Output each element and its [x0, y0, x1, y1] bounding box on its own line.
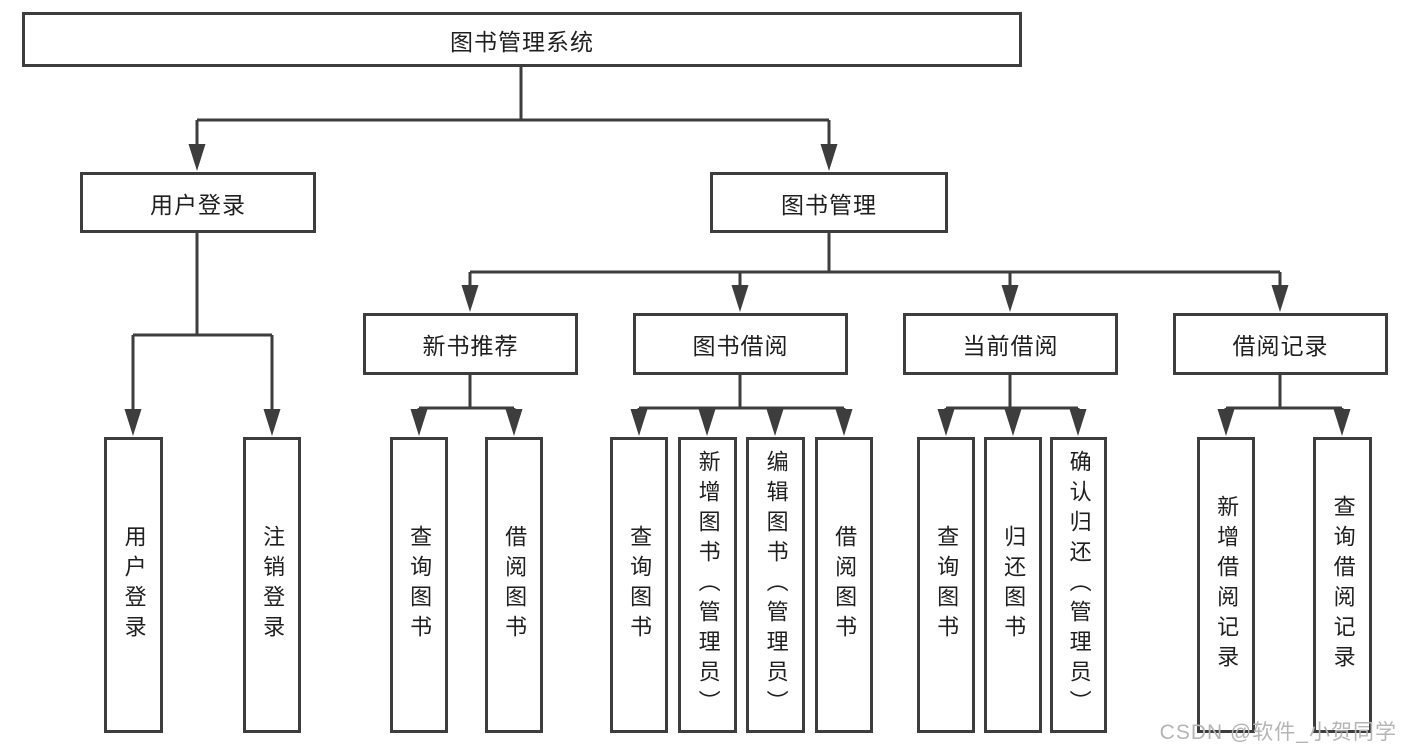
- node-book-borrow-label: 图书借阅: [692, 333, 789, 359]
- leaf-bb-add-book-admin-label: 新增图书（管理员）: [695, 450, 721, 720]
- connector-root-to-level2: [195, 66, 831, 150]
- node-book-mgmt: 图书管理: [710, 172, 948, 233]
- leaf-nb-query-book: 查询图书: [390, 437, 448, 733]
- node-new-book-recommend-label: 新书推荐: [422, 333, 519, 359]
- connector-book-borrow-children: [637, 375, 846, 414]
- connector-current-borrow-children: [944, 375, 1080, 414]
- csdn-watermark: CSDN @软件_小贺同学: [1159, 721, 1397, 744]
- node-new-book-recommend: 新书推荐: [363, 313, 578, 375]
- node-borrow-records-label: 借阅记录: [1232, 333, 1329, 359]
- connector-borrow-records-children: [1224, 375, 1344, 414]
- leaf-bb-query-book-label: 查询图书: [627, 525, 653, 645]
- node-book-borrow: 图书借阅: [633, 313, 848, 375]
- connector-new-book-children: [417, 375, 516, 414]
- leaf-cb-query-book: 查询图书: [917, 437, 975, 733]
- node-current-borrow-label: 当前借阅: [962, 333, 1059, 359]
- leaf-br-query-record: 查询借阅记录: [1313, 437, 1372, 733]
- leaf-nb-query-book-label: 查询图书: [407, 525, 433, 645]
- node-root-label: 图书管理系统: [450, 28, 594, 55]
- leaf-br-add-record-label: 新增借阅记录: [1214, 495, 1240, 675]
- leaf-cb-return-book-label: 归还图书: [1001, 525, 1027, 645]
- node-current-borrow: 当前借阅: [903, 313, 1118, 375]
- node-book-mgmt-label: 图书管理: [781, 191, 877, 218]
- leaf-nb-borrow-book-label: 借阅图书: [502, 525, 528, 645]
- leaf-cb-confirm-return-admin: 确认归还（管理员）: [1050, 437, 1107, 733]
- leaf-bb-edit-book-admin: 编辑图书（管理员）: [746, 437, 805, 733]
- leaf-logout: 注销登录: [243, 437, 301, 733]
- leaf-bb-query-book: 查询图书: [610, 437, 668, 733]
- connector-user-login-children: [131, 233, 274, 414]
- connector-book-mgmt-children: [468, 233, 1282, 290]
- leaf-br-add-record: 新增借阅记录: [1197, 437, 1255, 733]
- leaf-bb-borrow-book-label: 借阅图书: [832, 525, 858, 645]
- node-borrow-records: 借阅记录: [1173, 313, 1388, 375]
- leaf-cb-return-book: 归还图书: [984, 437, 1042, 733]
- leaf-nb-borrow-book: 借阅图书: [485, 437, 543, 733]
- leaf-br-query-record-label: 查询借阅记录: [1330, 495, 1356, 675]
- node-root: 图书管理系统: [22, 12, 1022, 67]
- leaf-user-login: 用户登录: [104, 437, 163, 733]
- node-user-login-label: 用户登录: [150, 191, 246, 218]
- leaf-bb-borrow-book: 借阅图书: [815, 437, 873, 733]
- leaf-bb-add-book-admin: 新增图书（管理员）: [678, 437, 737, 733]
- leaf-bb-edit-book-admin-label: 编辑图书（管理员）: [763, 450, 789, 720]
- leaf-cb-confirm-return-admin-label: 确认归还（管理员）: [1066, 450, 1092, 720]
- leaf-user-login-label: 用户登录: [121, 525, 147, 645]
- node-user-login: 用户登录: [80, 172, 316, 233]
- leaf-cb-query-book-label: 查询图书: [934, 525, 960, 645]
- leaf-logout-label: 注销登录: [260, 525, 286, 645]
